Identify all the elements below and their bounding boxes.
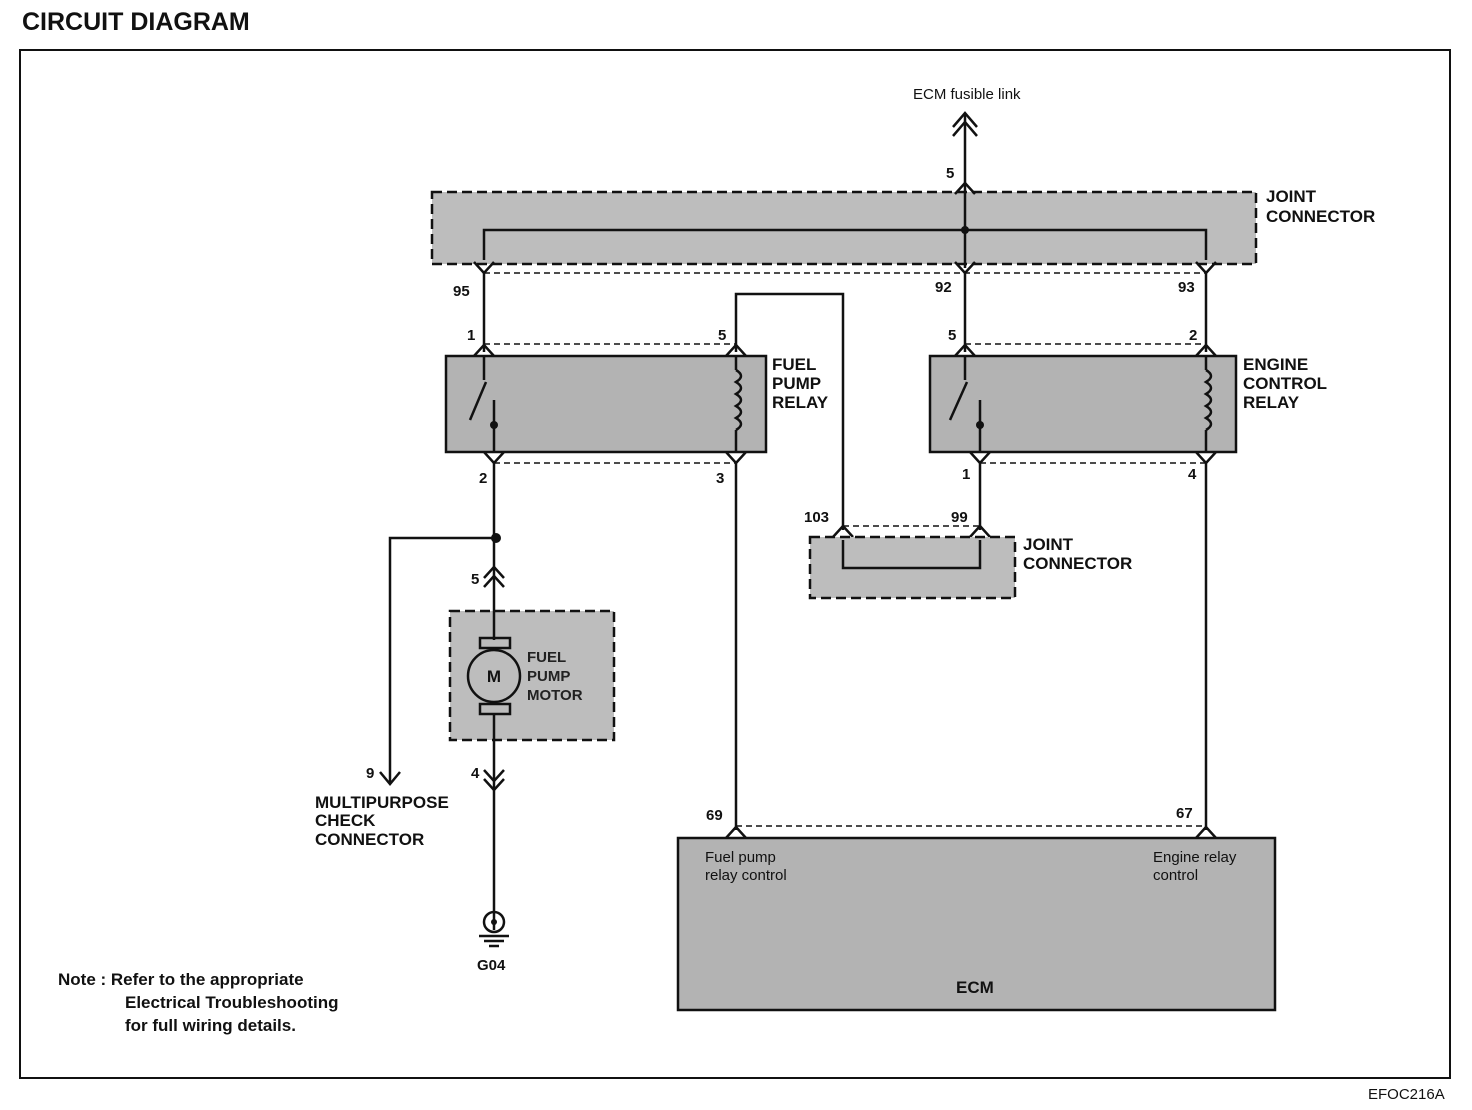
connector-chevrons-ecm xyxy=(725,825,1217,839)
engine-control-relay-label-3: RELAY xyxy=(1243,393,1300,412)
pin-pump-4: 4 xyxy=(471,765,480,782)
svg-text:M: M xyxy=(487,667,501,686)
pin-fpr-1: 1 xyxy=(467,327,475,344)
ecm-label: ECM xyxy=(956,978,994,997)
check-connector-label-2: CHECK xyxy=(315,811,376,830)
pin-joint-93: 93 xyxy=(1178,279,1195,296)
connector-chevrons-ecr-bottom xyxy=(969,451,1217,465)
pin-joint-99: 99 xyxy=(951,509,968,526)
fuel-pump-motor-label-1: FUEL xyxy=(527,649,566,666)
connector-chevrons-pump-bottom xyxy=(483,769,505,792)
joint-connector-top-label-1: JOINT xyxy=(1266,187,1317,206)
relay-coil-icon xyxy=(1203,356,1213,452)
ecm-fuel-pump-text-1: Fuel pump xyxy=(705,849,776,866)
fuel-pump-motor-label-2: PUMP xyxy=(527,668,570,685)
joint-connector-top xyxy=(430,190,1258,266)
pin-fpr-2: 2 xyxy=(479,470,487,487)
pin-ecr-1: 1 xyxy=(962,466,970,483)
diagram-title: CIRCUIT DIAGRAM xyxy=(22,8,250,36)
joint-connector-bottom-label-2: CONNECTOR xyxy=(1023,554,1132,573)
engine-control-relay xyxy=(928,354,1238,454)
joint-connector-bottom-label-1: JOINT xyxy=(1023,535,1074,554)
pin-ecm-69: 69 xyxy=(706,807,723,824)
pin-joint-92: 92 xyxy=(935,279,952,296)
fuel-pump-relay-label-3: RELAY xyxy=(772,393,829,412)
relay-switch-icon xyxy=(948,356,984,452)
fuel-pump-relay-label-1: FUEL xyxy=(772,355,816,374)
relay-coil-icon xyxy=(733,356,743,452)
pin-fpr-5: 5 xyxy=(718,327,726,344)
pin-check-9: 9 xyxy=(366,765,374,782)
connector-chevrons-ecr-top xyxy=(954,343,1217,357)
arrow-down-icon xyxy=(379,771,401,786)
pin-ecm-67: 67 xyxy=(1176,805,1193,822)
joint-connector-top-bus xyxy=(482,228,1208,260)
wire-relay5-to-joint103 xyxy=(734,292,845,530)
pin-ecr-5: 5 xyxy=(948,327,956,344)
ecm-fusible-link-label: ECM fusible link xyxy=(913,86,1021,103)
relay-switch-icon xyxy=(468,356,498,452)
pin-pump-5: 5 xyxy=(471,571,479,588)
note-line-1: Note : Refer to the appropriate xyxy=(58,970,304,989)
diagram-frame xyxy=(19,49,1451,1079)
pin-ecr-2: 2 xyxy=(1189,327,1197,344)
pin-fpr-3: 3 xyxy=(716,470,724,487)
ecm-engine-relay-text-2: control xyxy=(1153,867,1198,884)
connector-chevrons-fpr-bottom xyxy=(483,451,747,465)
ecm-engine-relay-text-1: Engine relay xyxy=(1153,849,1237,866)
note-line-2: Electrical Troubleshooting xyxy=(125,993,338,1012)
joint-connector-top-label-2: CONNECTOR xyxy=(1266,207,1375,226)
check-connector-label-3: CONNECTOR xyxy=(315,830,424,849)
pin-joint-95: 95 xyxy=(453,283,470,300)
engine-control-relay-label-1: ENGINE xyxy=(1243,355,1308,374)
splice-dot xyxy=(961,226,969,234)
connector-chevrons-joint-bottom xyxy=(832,524,991,538)
connector-chevrons-fpr-top xyxy=(473,343,747,357)
note-line-3: for full wiring details. xyxy=(125,1016,296,1035)
ecm-module xyxy=(676,836,1277,1012)
engine-control-relay-label-2: CONTROL xyxy=(1243,374,1327,393)
fuel-pump-relay xyxy=(444,354,768,454)
fuel-pump-motor xyxy=(448,609,616,742)
pin-fusible-link-5: 5 xyxy=(946,165,954,182)
joint-connector-bottom-bus xyxy=(841,540,982,570)
wire-to-check-connector xyxy=(388,536,496,783)
pin-joint-103: 103 xyxy=(804,509,829,526)
ecm-fuel-pump-text-2: relay control xyxy=(705,867,787,884)
ground-icon xyxy=(479,910,509,948)
figure-code: EFOC216A xyxy=(1368,1086,1445,1103)
fuel-pump-motor-label-3: MOTOR xyxy=(527,687,583,704)
connector-chevrons-pump-top xyxy=(483,565,505,588)
check-connector-label-1: MULTIPURPOSE xyxy=(315,793,449,812)
pin-ecr-4: 4 xyxy=(1188,466,1197,483)
fuel-pump-relay-label-2: PUMP xyxy=(772,374,821,393)
ground-label: G04 xyxy=(477,957,506,974)
